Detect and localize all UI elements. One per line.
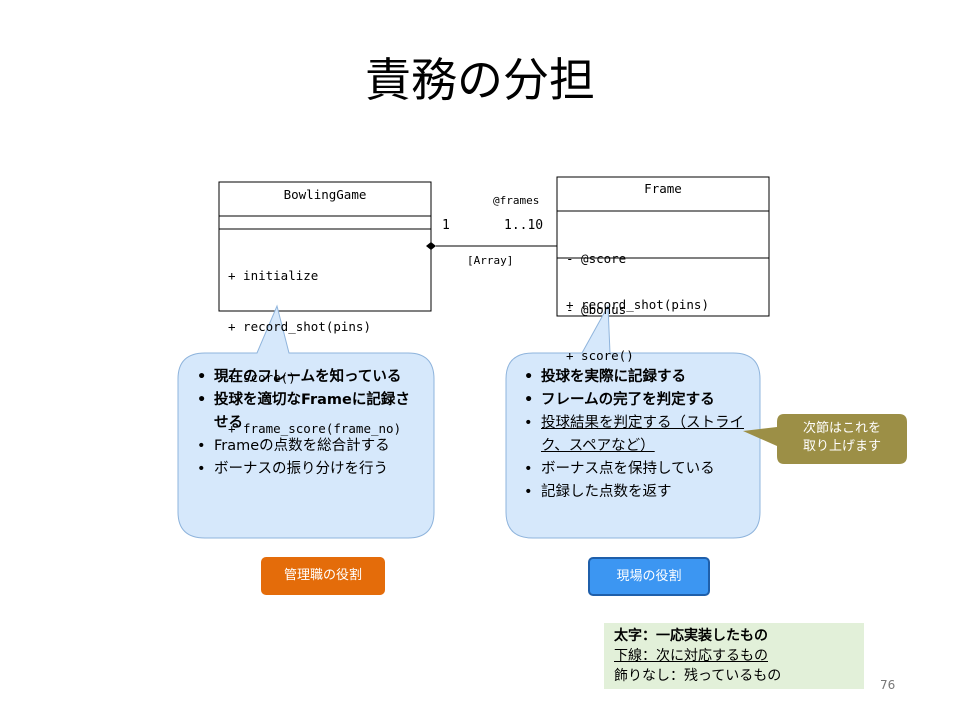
- list-item: フレームの完了を判定する: [521, 389, 747, 412]
- page-title: 責務の分担: [365, 53, 595, 107]
- association-note: [Array]: [467, 254, 514, 267]
- list-item: 記録した点数を返す: [521, 481, 747, 504]
- callout-text: 次節はこれを 取り上げます: [777, 420, 907, 456]
- manager-role-label: 管理職の役割: [261, 557, 385, 595]
- list-item: 投球結果を判定する（ストライク、スペアなど）: [521, 412, 747, 458]
- attribute-bonus: - @bonus: [566, 302, 627, 317]
- method-record-shot: + record_shot(pins): [228, 319, 371, 334]
- field-role-label: 現場の役割: [588, 557, 710, 596]
- list-item: 投球を適切なFrameに記録させる: [194, 389, 422, 435]
- page-number: 76: [880, 678, 896, 692]
- multiplicity-right: 1..10: [504, 218, 544, 233]
- list-item: ボーナスの振り分けを行う: [194, 458, 422, 481]
- list-item: 投球を実際に記録する: [521, 366, 747, 389]
- multiplicity-left: 1: [442, 218, 450, 233]
- association-line: [426, 242, 557, 250]
- aggregation-diamond-icon: [426, 242, 436, 250]
- field-responsibilities-list: 投球を実際に記録する フレームの完了を判定する 投球結果を判定する（ストライク、…: [521, 366, 747, 504]
- manager-responsibilities-list: 現在のフレームを知っている 投球を適切なFrameに記録させる Frameの点数…: [194, 366, 422, 481]
- bowling-game-class-name: BowlingGame: [283, 187, 367, 202]
- legend-box: 太字：一応実装したもの 下線：次に対応するもの 飾りなし：残っているもの: [604, 623, 864, 689]
- list-item: 現在のフレームを知っている: [194, 366, 422, 389]
- association-role-label: @frames: [493, 194, 540, 207]
- callout-box: [743, 414, 907, 464]
- bowling-game-class-box: [218, 181, 432, 312]
- underlined-item-text: 投球結果を判定する（ストライク、スペアなど）: [541, 415, 744, 454]
- list-item: Frameの点数を総合計する: [194, 435, 422, 458]
- attribute-score: - @score: [566, 251, 627, 266]
- list-item: ボーナス点を保持している: [521, 458, 747, 481]
- legend-underline: 下線：次に対応するもの: [614, 648, 768, 664]
- frame-attributes: - @score - @bonus: [566, 216, 626, 335]
- frame-method-record-shot: + record_shot(pins): [566, 297, 709, 312]
- method-initialize: + initialize: [228, 268, 319, 283]
- frame-class-name: Frame: [644, 181, 682, 196]
- frame-method-score: + score(): [566, 348, 634, 363]
- legend-plain: 飾りなし：残っているもの: [614, 668, 782, 684]
- callout-line-1: 次節はこれを: [802, 421, 881, 436]
- callout-line-2: 取り上げます: [802, 439, 881, 454]
- frame-methods: + record_shot(pins) + score(): [566, 262, 709, 381]
- legend-bold: 太字：一応実装したもの: [614, 628, 768, 644]
